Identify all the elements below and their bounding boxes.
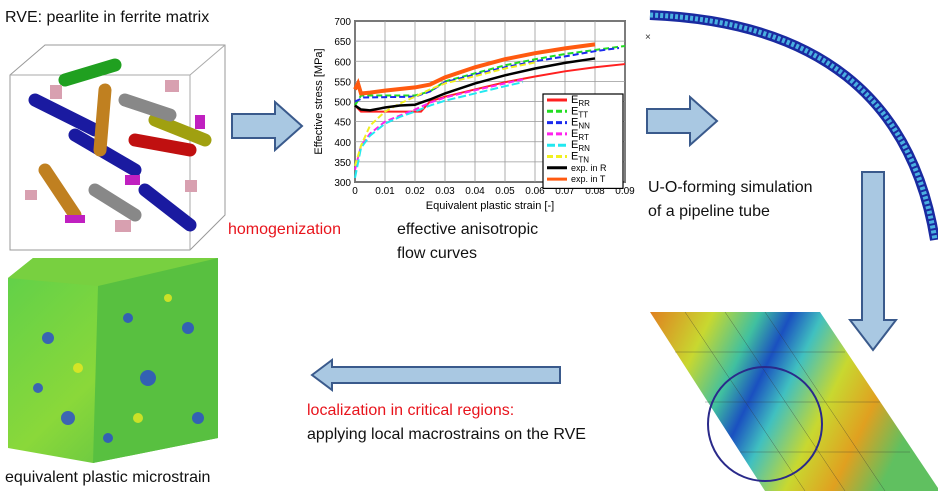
forming-label-2: of a pipeline tube bbox=[648, 203, 770, 220]
flow-curves-label-2: flow curves bbox=[397, 245, 478, 262]
arrow-down-icon bbox=[848, 171, 898, 352]
x-tick-label: 0.02 bbox=[405, 186, 425, 197]
series-line-exp-in-t bbox=[353, 42, 596, 96]
arrow-right-icon bbox=[646, 95, 719, 147]
x-tick-label: 0.07 bbox=[555, 186, 575, 197]
legend-entry: exp. in R bbox=[571, 163, 607, 173]
svg-text:×: × bbox=[645, 32, 651, 43]
homogenization-label: homogenization bbox=[228, 221, 341, 238]
critical-region-mesh-image bbox=[650, 312, 938, 491]
legend-box bbox=[542, 93, 624, 190]
x-axis-label: Equivalent plastic strain [-] bbox=[426, 200, 554, 212]
forming-label-1: U-O-forming simulation bbox=[648, 179, 813, 196]
y-tick-label: 300 bbox=[334, 178, 351, 189]
localization-label-2: applying local macrostrains on the RVE bbox=[307, 426, 586, 443]
arrow-left-icon bbox=[310, 358, 561, 392]
y-tick-label: 500 bbox=[334, 98, 351, 109]
series-line-exp-in-r bbox=[354, 57, 596, 112]
y-tick-label: 650 bbox=[334, 37, 351, 48]
series-line-tn bbox=[354, 61, 536, 167]
x-tick-label: 0.08 bbox=[585, 186, 605, 197]
x-tick-label: 0.03 bbox=[435, 186, 455, 197]
x-tick-label: 0.05 bbox=[495, 186, 515, 197]
y-tick-label: 350 bbox=[334, 158, 351, 169]
series-line-rt bbox=[354, 78, 524, 171]
x-tick-label: 0 bbox=[352, 186, 358, 197]
arrow-right-icon bbox=[231, 100, 304, 152]
series-line-tt bbox=[354, 44, 626, 107]
pipeline-tube-image: × bbox=[645, 10, 938, 241]
y-tick-label: 600 bbox=[334, 57, 351, 68]
legend-entry: exp. in T bbox=[571, 174, 606, 184]
y-tick-label: 700 bbox=[334, 17, 351, 28]
critical-region-circle bbox=[707, 366, 823, 482]
series-line-rn bbox=[354, 81, 524, 179]
rve-cube-image bbox=[9, 44, 226, 251]
rve-title: RVE: pearlite in ferrite matrix bbox=[5, 9, 210, 26]
y-tick-label: 550 bbox=[334, 77, 351, 88]
localization-label-1: localization in critical regions: bbox=[307, 402, 515, 419]
microstrain-mesh-image bbox=[8, 258, 218, 463]
flow-curve-chart: 0 0.01 0.02 0.03 0.04 0.05 0.06 0.07 0.08 0.09 300… bbox=[313, 17, 635, 212]
x-tick-label: 0.06 bbox=[525, 186, 545, 197]
flow-curves-label-1: effective anisotropic bbox=[397, 221, 539, 238]
y-tick-label: 400 bbox=[334, 138, 351, 149]
y-tick-label: 450 bbox=[334, 118, 351, 129]
series-line-nn bbox=[354, 46, 620, 103]
x-tick-label: 0.01 bbox=[375, 186, 395, 197]
x-tick-label: 0.09 bbox=[615, 186, 635, 197]
x-tick-label: 0.04 bbox=[465, 186, 485, 197]
y-axis-label: Effective stress [MPa] bbox=[313, 48, 325, 154]
microstrain-label: equivalent plastic microstrain bbox=[5, 469, 211, 486]
